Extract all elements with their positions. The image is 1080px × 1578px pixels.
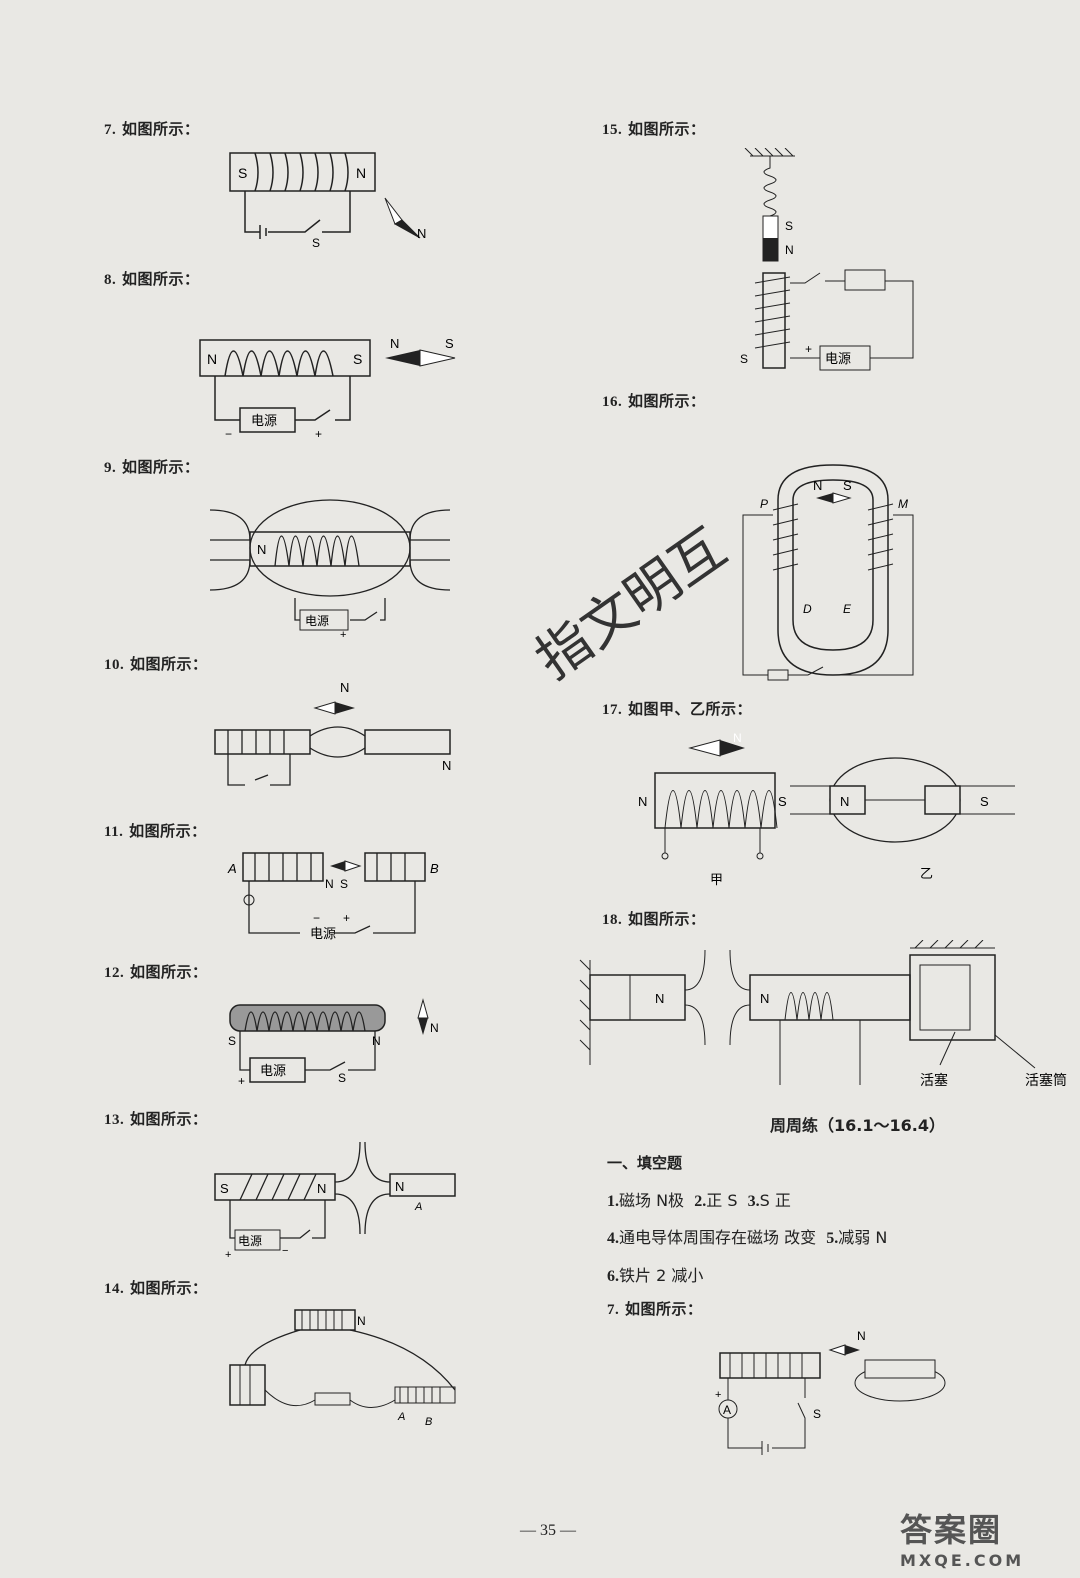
question-16-label: 16. 如图所示： — [602, 392, 706, 410]
question-13-label: 13. 如图所示： — [104, 1110, 208, 1128]
figure-weekly-7-solenoid-ammeter: N A + S — [715, 1329, 946, 1455]
question-12-label: 12. 如图所示： — [104, 963, 208, 981]
watermark-logo: 答案圈 MXQE.COM — [900, 1511, 1025, 1570]
svg-text:A: A — [414, 1201, 422, 1213]
svg-text:S: S — [220, 1181, 229, 1196]
figure-15-spring-magnet: S N 电源 + S — [740, 148, 914, 371]
figure-11-two-solenoids: A B N S 电源 − + — [227, 852, 439, 941]
figure-16-u-magnet: N S P M D E — [742, 464, 914, 681]
answer-line-1: 1.磁场 N极 2.正 S 3.S 正 — [607, 1191, 791, 1210]
svg-text:E: E — [843, 602, 852, 616]
svg-text:S: S — [778, 794, 787, 809]
figure-14-circuit-drawing: N A B — [229, 1309, 456, 1428]
question-18-label: 18. 如图所示： — [602, 910, 706, 928]
svg-text:+: + — [343, 911, 350, 925]
svg-text:S: S — [312, 236, 320, 250]
svg-text:乙: 乙 — [920, 866, 933, 881]
svg-text:N: N — [442, 758, 451, 773]
svg-text:电源: 电源 — [251, 413, 277, 428]
svg-text:N: N — [785, 243, 794, 257]
svg-text:+: + — [715, 1389, 721, 1401]
answer-line-3: 6.铁片 2 减小 — [607, 1266, 704, 1285]
svg-text:电源: 电源 — [238, 1234, 262, 1248]
svg-text:N: N — [417, 226, 426, 241]
figure-10-solenoid-bar: N N — [214, 680, 451, 786]
svg-text:+: + — [315, 427, 322, 441]
svg-text:S: S — [228, 1034, 236, 1048]
svg-text:N: N — [655, 991, 664, 1006]
svg-text:N: N — [357, 1314, 366, 1328]
svg-text:M: M — [898, 497, 908, 511]
svg-text:S: S — [785, 219, 793, 233]
svg-text:N: N — [840, 794, 849, 809]
svg-text:S: S — [353, 351, 362, 367]
svg-text:N: N — [813, 478, 822, 493]
figure-17-jia-yi: N N S 甲 N S 乙 — [638, 731, 1015, 887]
question-15-label: 15. 如图所示： — [602, 120, 706, 138]
figure-8-solenoid-power: N S 电源 − + N S — [199, 336, 456, 441]
question-10-label: 10. 如图所示： — [104, 655, 208, 673]
svg-text:电源: 电源 — [305, 614, 329, 628]
svg-text:电源: 电源 — [260, 1063, 286, 1078]
svg-text:B: B — [430, 861, 439, 876]
svg-text:S: S — [340, 877, 348, 891]
weekly-question-7-label: 7. 如图所示： — [607, 1300, 703, 1318]
svg-text:+: + — [225, 1249, 231, 1261]
svg-text:N: N — [372, 1034, 381, 1048]
svg-text:电源: 电源 — [825, 351, 851, 366]
figure-7-solenoid-compass: S N S N — [229, 152, 426, 250]
handwritten-annotation: 指文明互 — [524, 515, 738, 692]
svg-text:N: N — [340, 680, 349, 695]
svg-text:S: S — [445, 336, 454, 351]
svg-text:N: N — [760, 991, 769, 1006]
svg-text:N: N — [317, 1181, 326, 1196]
svg-text:A: A — [723, 1403, 731, 1417]
section-fill-blank: 一、填空题 — [607, 1154, 683, 1172]
question-14-label: 14. 如图所示： — [104, 1279, 208, 1297]
svg-text:A: A — [227, 861, 237, 876]
svg-text:S: S — [843, 478, 852, 493]
weekly-practice-title: 周周练（16.1～16.4） — [770, 1116, 945, 1135]
figure-12-iron-core-solenoid: S N 电源 + S N — [228, 998, 439, 1088]
svg-text:S: S — [980, 794, 989, 809]
svg-text:−: − — [313, 911, 320, 925]
svg-text:D: D — [803, 602, 812, 616]
page-number: — 35 — — [520, 1522, 576, 1539]
svg-text:−: − — [225, 427, 232, 441]
svg-text:B: B — [425, 1416, 432, 1428]
svg-text:N: N — [733, 731, 742, 745]
svg-text:A: A — [397, 1411, 405, 1423]
figure-13-solenoid-magnet-field: S N N A 电源 + − — [214, 1141, 456, 1261]
svg-text:N: N — [430, 1021, 439, 1035]
svg-text:S: S — [238, 165, 247, 181]
svg-text:N: N — [638, 794, 647, 809]
svg-text:S: S — [813, 1407, 821, 1421]
svg-text:电源: 电源 — [310, 926, 336, 941]
svg-text:−: − — [282, 1245, 288, 1257]
svg-text:S: S — [338, 1071, 346, 1085]
question-7-label: 7. 如图所示： — [104, 120, 200, 138]
svg-text:N: N — [257, 542, 266, 557]
svg-text:N: N — [395, 1179, 404, 1194]
svg-text:S: S — [740, 352, 748, 366]
svg-text:N: N — [857, 1329, 866, 1343]
svg-text:P: P — [760, 497, 768, 511]
svg-text:+: + — [805, 342, 812, 356]
svg-text:N: N — [207, 351, 217, 367]
svg-text:+: + — [238, 1074, 245, 1088]
svg-text:活塞筒: 活塞筒 — [1025, 1072, 1067, 1088]
question-8-label: 8. 如图所示： — [104, 270, 200, 288]
figure-18-piston: N N 活塞 活塞筒 — [579, 940, 1067, 1088]
answer-line-2: 4.通电导体周围存在磁场 改变 5.减弱 N — [607, 1228, 888, 1247]
svg-text:N: N — [356, 165, 366, 181]
svg-text:+: + — [340, 629, 346, 640]
svg-text:甲: 甲 — [710, 872, 723, 887]
question-17-label: 17. 如图甲、乙所示： — [602, 700, 752, 718]
question-11-label: 11. 如图所示： — [104, 822, 207, 840]
svg-text:N: N — [390, 336, 399, 351]
svg-text:活塞: 活塞 — [920, 1072, 948, 1088]
svg-text:N: N — [325, 877, 334, 891]
question-9-label: 9. 如图所示： — [104, 458, 200, 476]
figure-9-field-lines: N 电源 + — [209, 499, 451, 640]
